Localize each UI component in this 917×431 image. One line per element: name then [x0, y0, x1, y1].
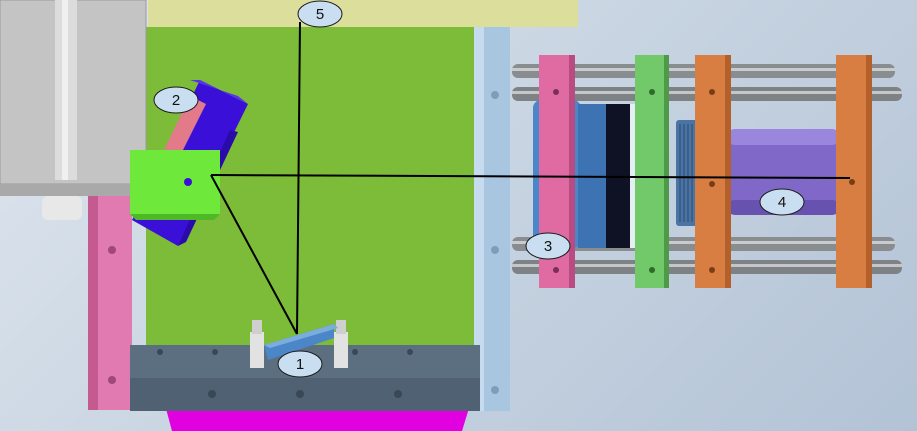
- beam-horizontal: [210, 174, 851, 179]
- screw-hole: [709, 89, 715, 95]
- screw-hole: [553, 89, 559, 95]
- screw-hole: [649, 267, 655, 273]
- base-plate-screws: [157, 349, 413, 398]
- frame-screw: [491, 386, 499, 394]
- tilted-mirror-assembly: [130, 80, 248, 246]
- callout-5-label: 5: [316, 6, 324, 23]
- light-green-plate-edge: [664, 55, 669, 288]
- screw-hole: [553, 267, 559, 273]
- callout-5: 5: [297, 0, 343, 28]
- callout-3: 3: [525, 232, 571, 260]
- post-right: [334, 332, 348, 368]
- screw-hole: [709, 267, 715, 273]
- beam-path: [210, 21, 851, 335]
- post-left-cap: [252, 320, 262, 334]
- callout-4-label: 4: [778, 194, 786, 211]
- detector-cylinder-top: [727, 129, 840, 145]
- mirror-holder-plate: [130, 150, 220, 214]
- orange-plate-edge: [725, 55, 731, 288]
- screw-hole: [649, 89, 655, 95]
- orange-plate-edge: [866, 55, 872, 288]
- magenta-base: [165, 405, 470, 431]
- detector-cylinder: [727, 129, 840, 215]
- callout-2-label: 2: [172, 92, 180, 109]
- screw-hole: [709, 181, 715, 187]
- callout-3-label: 3: [544, 238, 552, 255]
- base-optic-assembly: [250, 320, 348, 368]
- mirror-holder-edge: [130, 214, 220, 220]
- callout-2: 2: [153, 86, 199, 114]
- post-left: [250, 332, 264, 368]
- right-frame-inner: [474, 27, 484, 411]
- left-pink-plate-edge: [88, 180, 98, 410]
- callout-4: 4: [759, 188, 805, 216]
- screw-hole: [108, 246, 116, 254]
- screw-hole: [849, 179, 855, 185]
- callout-1: 1: [277, 350, 323, 378]
- beam-vertical: [296, 21, 301, 335]
- orange-plate: [836, 55, 870, 288]
- frame-screw: [491, 91, 499, 99]
- pink-plate-edge: [569, 55, 575, 288]
- post-right-cap: [336, 320, 346, 334]
- screw-hole: [108, 376, 116, 384]
- callout-1-label: 1: [296, 356, 304, 373]
- top-panel: [148, 0, 578, 27]
- support-post: [0, 0, 147, 220]
- frame-screw: [491, 246, 499, 254]
- holder-screw: [184, 178, 192, 186]
- beam-to-mirror: [210, 174, 298, 335]
- optic-slab-top: [264, 324, 338, 348]
- rail-assembly: [512, 55, 902, 288]
- base-plate-front: [130, 378, 480, 411]
